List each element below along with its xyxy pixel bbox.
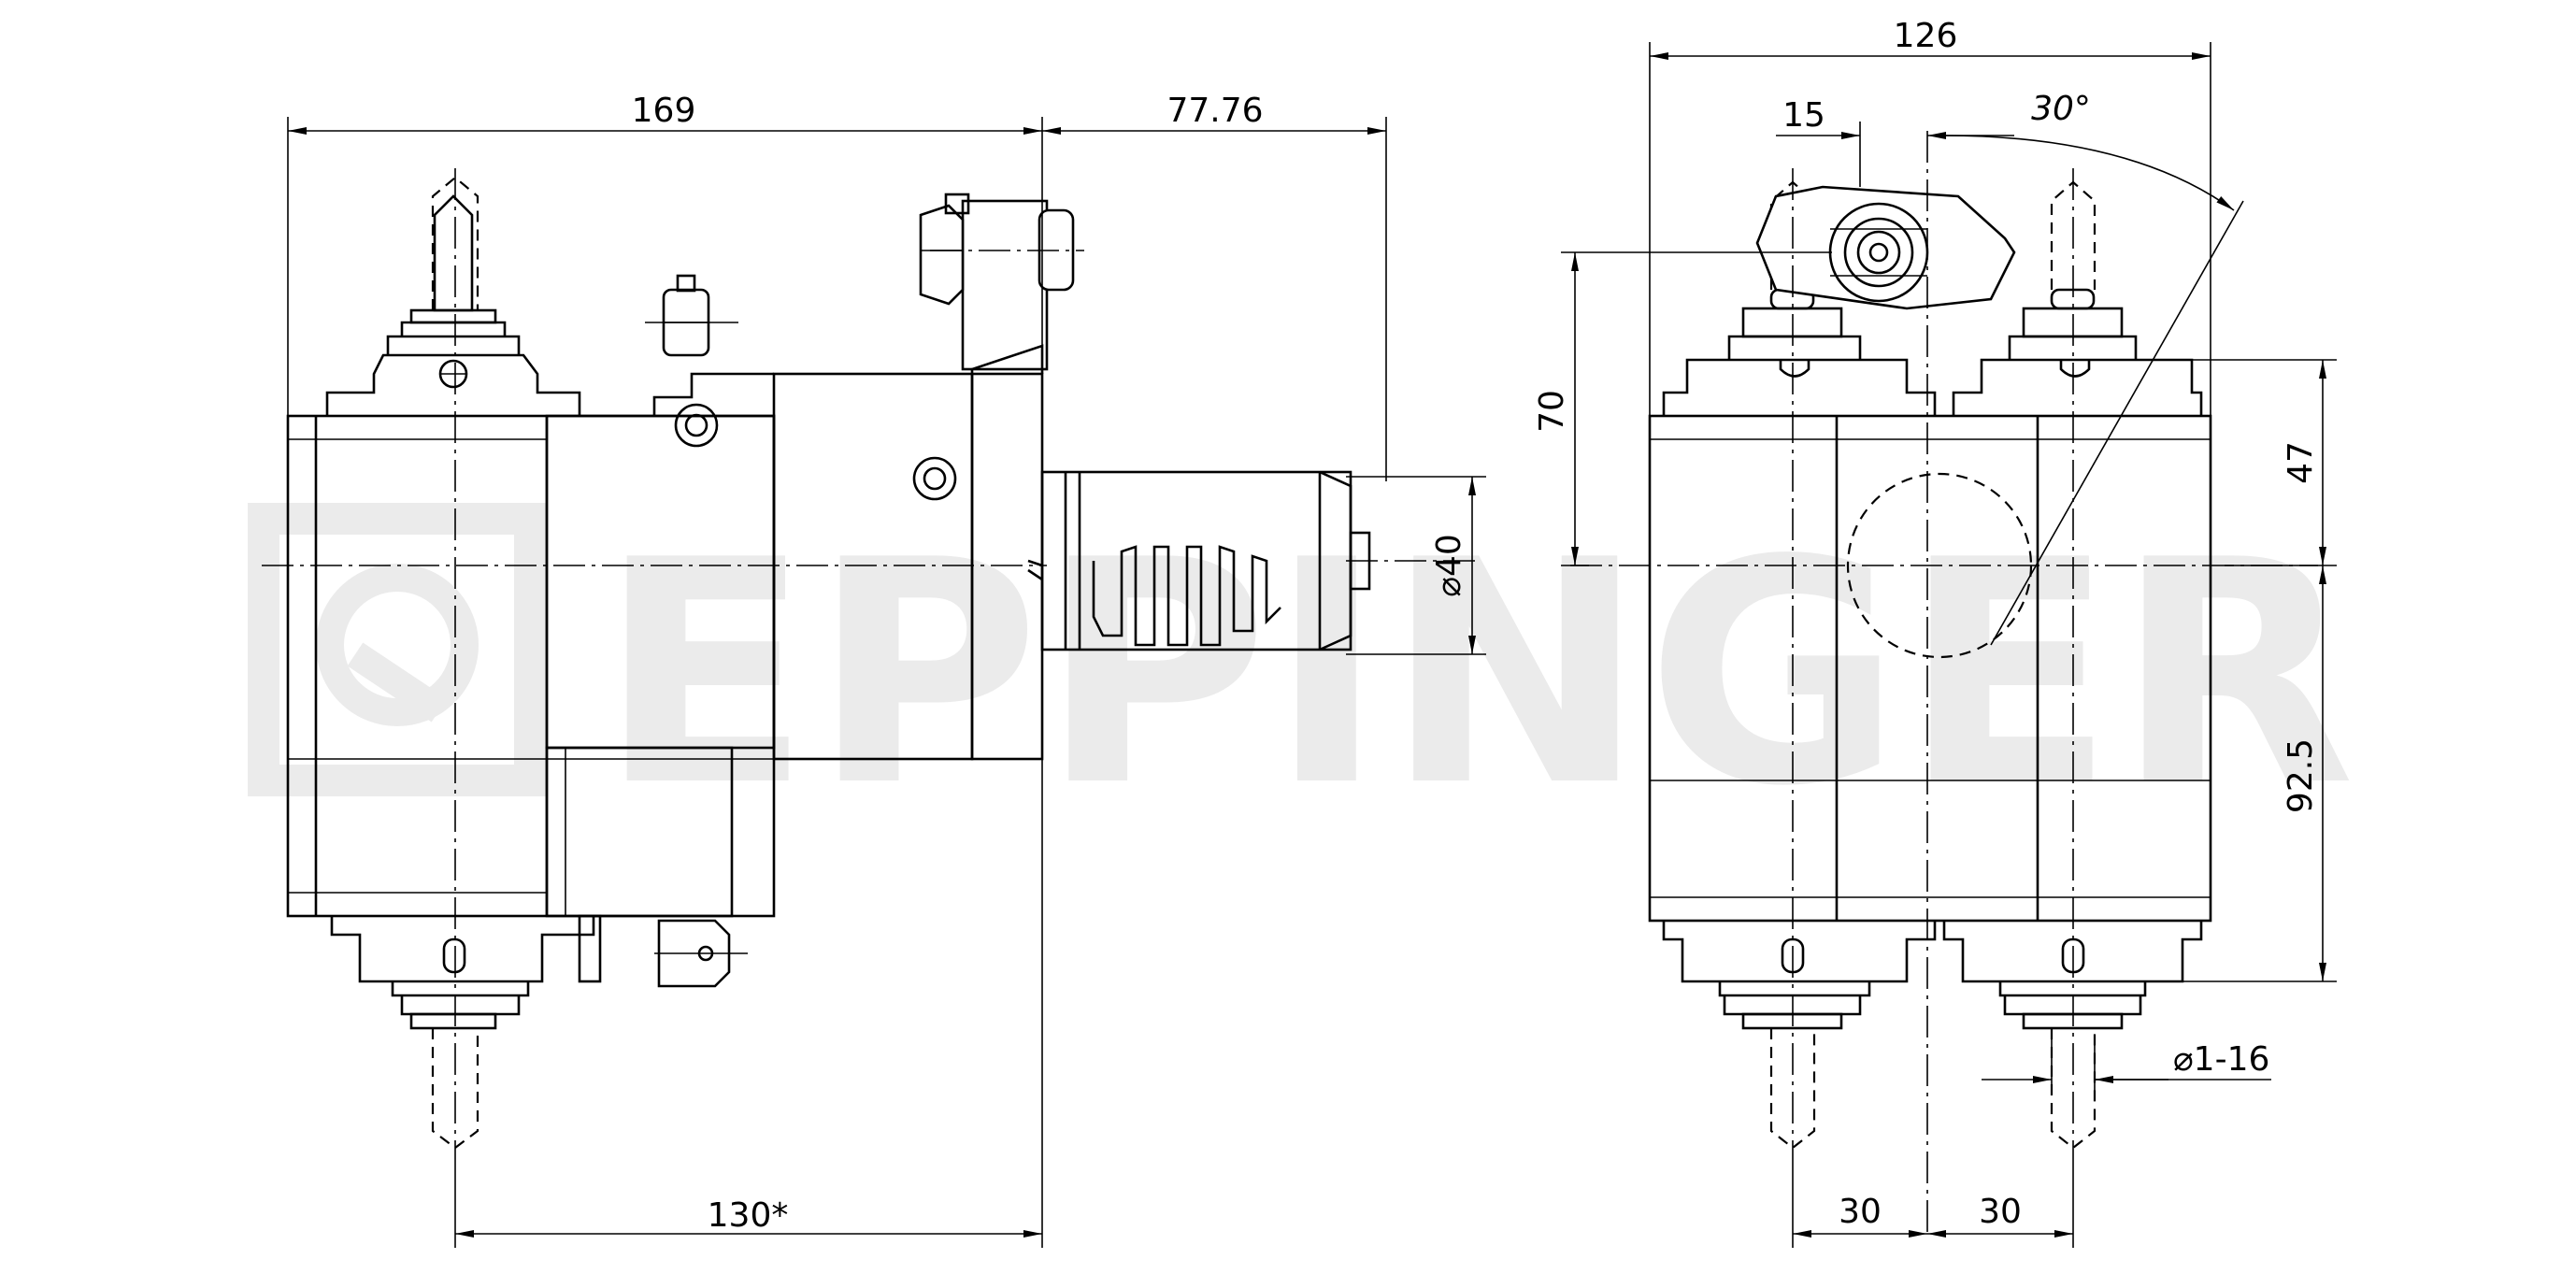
watermark: EPPINGER — [248, 494, 2355, 853]
set-screw — [674, 403, 957, 501]
lube-fitting-bottom — [578, 914, 748, 988]
dim-overall-length: 169 — [632, 92, 696, 130]
lube-fitting-top — [645, 274, 738, 357]
spindle-bottom-left-front — [1662, 921, 1937, 1150]
dim-offset-15: 15 — [1782, 96, 1825, 135]
spindle-top-side — [325, 176, 581, 416]
dim-shank-length: 77.76 — [1166, 92, 1263, 130]
coolant-connector-side — [919, 193, 1084, 371]
front-view — [1570, 131, 2318, 1238]
coolant-block-front — [1755, 185, 2016, 310]
spindle-top-left-front — [1662, 288, 1937, 416]
front-dimensions: 126 15 30° 70 47 92.5 ⌀1-16 30 30 — [1533, 17, 2337, 1248]
dim-front-width: 126 — [1894, 17, 1958, 55]
dim-center-to-top: 47 — [2282, 441, 2320, 484]
dim-center-to-bottom: 92.5 — [2282, 738, 2320, 813]
dim-collet-range: ⌀1-16 — [2173, 1040, 2269, 1079]
dim-pitch-left: 30 — [1839, 1193, 1882, 1231]
dim-angle-30: 30° — [2031, 90, 2091, 128]
spindle-bottom-side — [330, 916, 595, 1150]
front-housing — [1648, 414, 2212, 923]
dim-spindle-offset: 130* — [708, 1196, 789, 1235]
dim-shank-diameter: ⌀40 — [1430, 534, 1468, 596]
side-dimensions: 169 77.76 ⌀40 130* — [287, 92, 1486, 1248]
dim-pitch-right: 30 — [1979, 1193, 2022, 1231]
eppinger-logo-mark — [248, 503, 546, 796]
dim-height-70: 70 — [1533, 390, 1571, 433]
watermark-text: EPPINGER — [598, 494, 2355, 853]
side-view — [262, 168, 1477, 1159]
